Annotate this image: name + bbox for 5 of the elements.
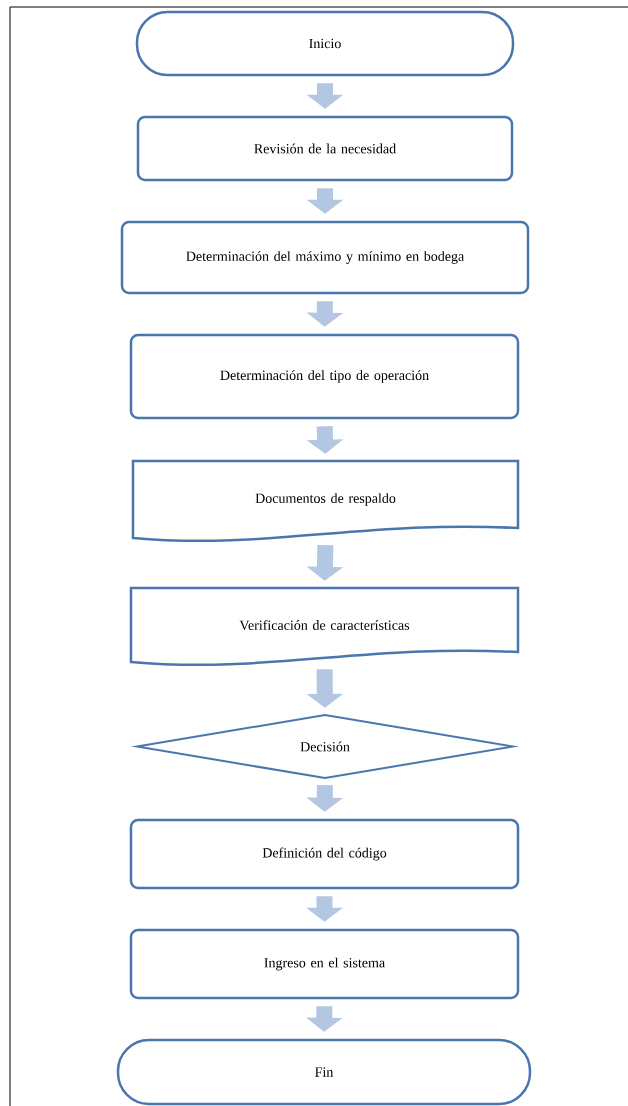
process-box: Determinación del máximo y mínimo en bodega	[120, 220, 530, 295]
process-box: Revisión de la necesidad	[136, 115, 514, 182]
process-box: Definición del código	[129, 818, 520, 890]
process-box: Determinación del tipo de operación	[129, 333, 520, 420]
process-box: Ingreso en el sistema	[129, 928, 520, 1000]
